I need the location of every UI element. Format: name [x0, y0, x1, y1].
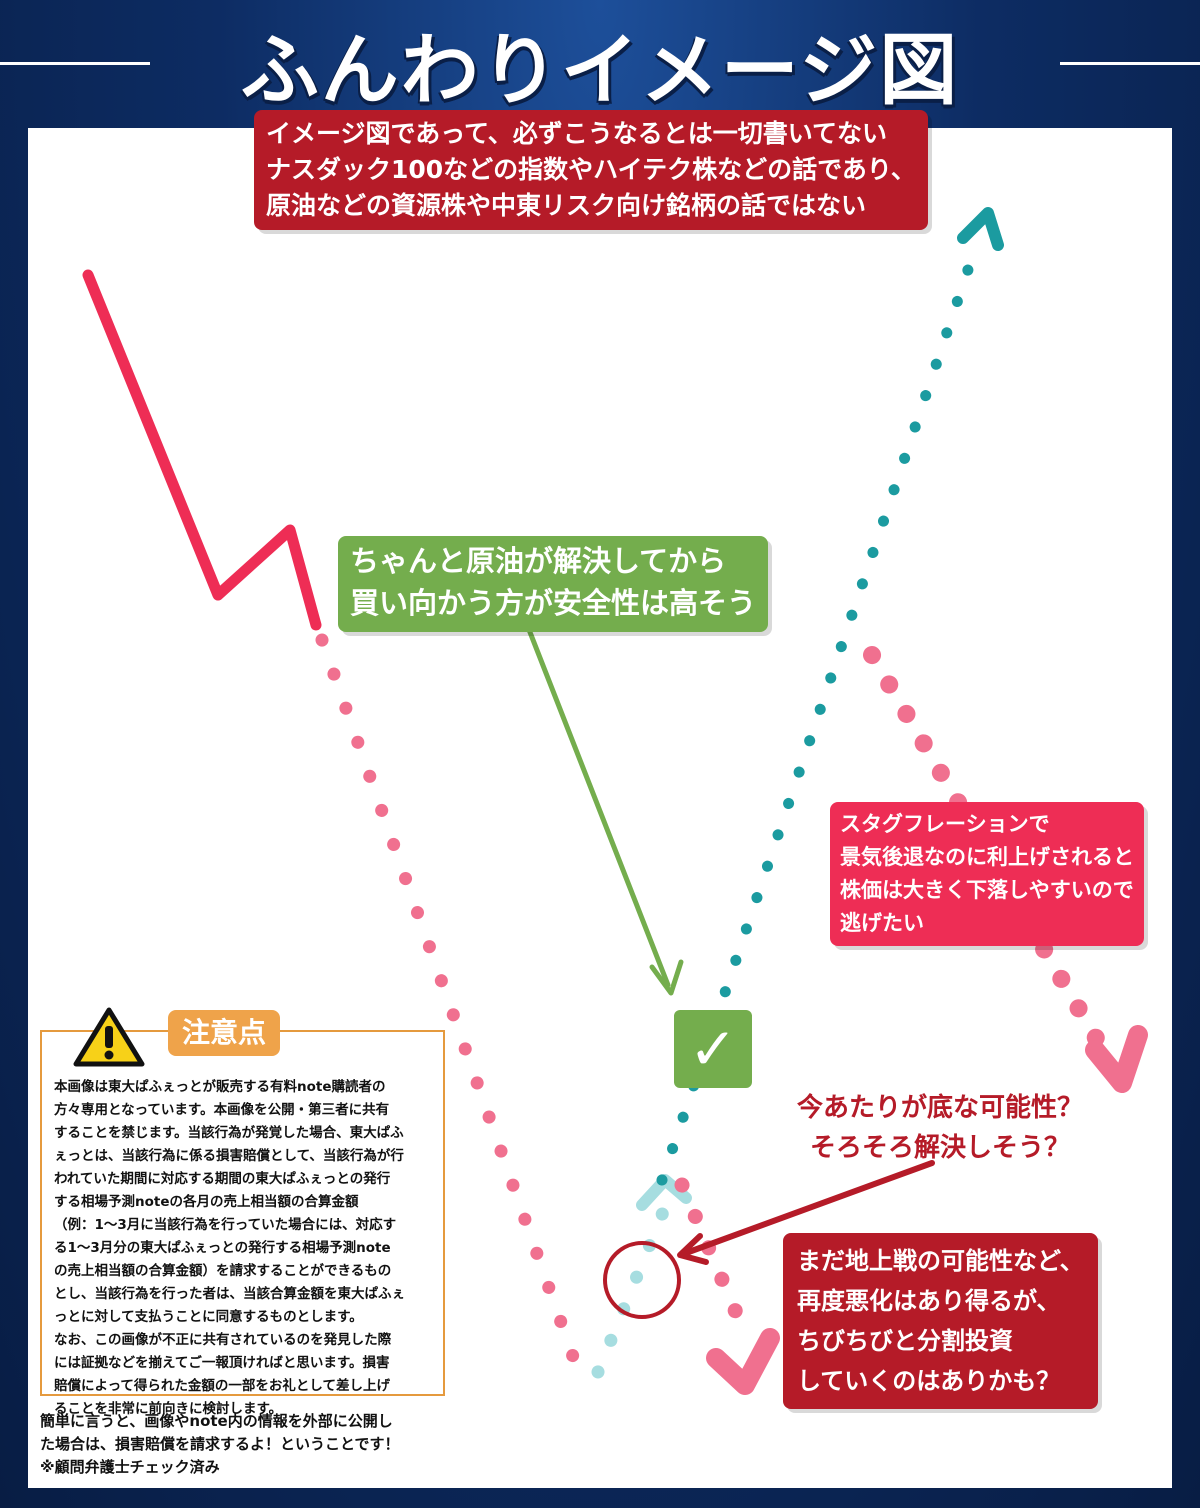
light-teal-dotted-rebound — [591, 1183, 679, 1379]
check-icon: ✓ — [674, 1010, 752, 1088]
summary-line: ※顧問弁護士チェック済み — [40, 1458, 220, 1476]
teal-arrow-head-icon — [957, 207, 1004, 251]
caution-text: 本画像は東大ぱふぇっとが販売する有料note購読者の 方々専用となっています。本… — [54, 1076, 439, 1421]
warning-triangle-icon — [73, 1007, 145, 1067]
red-decline-line — [82, 269, 322, 631]
split-investment-note-line: ちびちびと分割投資 — [797, 1327, 1013, 1355]
caution-box — [40, 1030, 445, 1396]
caution-line: 本画像は東大ぱふぇっとが販売する有料note購読者の — [54, 1079, 386, 1095]
pink-dotted-small-decline — [674, 1177, 748, 1330]
title-right-line — [1060, 62, 1200, 65]
page-title: ふんわりイメージ図 — [240, 26, 960, 116]
caution-line: ぇっとは、当該行為に係る損害賠償として、当該行為が行 — [54, 1148, 404, 1164]
disclaimer-note: イメージ図であって、必ずこうなるとは一切書いてない ナスダック100などの指数や… — [254, 110, 928, 230]
summary-line: た場合は、損害賠償を請求するよ！ということです！ — [40, 1435, 400, 1453]
title-left-line — [0, 62, 150, 65]
caution-line: っとに対して支払うことに同意するものとします。 — [54, 1309, 363, 1325]
pink-dotted-decline — [315, 633, 591, 1395]
stagflation-note-line: 逃げたい — [840, 911, 924, 935]
green-arrow-line — [523, 619, 671, 988]
split-investment-note: まだ地上戦の可能性など、 再度悪化はあり得るが、 ちびちびと分割投資 していくの… — [783, 1233, 1098, 1409]
caution-line: ることを非常に前向きに検討します。 — [54, 1401, 283, 1417]
disclaimer-line: 原油などの資源株や中東リスク向け銘柄の話ではない — [266, 191, 867, 220]
disclaimer-line: イメージ図であって、必ずこうなるとは一切書いてない — [266, 119, 888, 148]
caution-line: 賠償によって得られた金額の一部をお礼として差し上げ — [54, 1378, 391, 1394]
caution-line: する相場予測noteの各月の売上相当額の合算金額 — [54, 1194, 359, 1210]
green-arrow-head-icon — [649, 959, 684, 996]
safety-note: ちゃんと原油が解決してから 買い向かう方が安全性は高そう — [338, 536, 769, 632]
stagflation-note-line: 株価は大きく下落しやすいので — [840, 878, 1134, 902]
caution-line: とし、当該行為を行った者は、当該合算金額を東大ぱふぇ — [54, 1286, 405, 1302]
split-investment-note-line: まだ地上戦の可能性など、 — [797, 1247, 1084, 1275]
caution-line: われていた期間に対応する期間の東大ぱふぇっとの発行 — [54, 1171, 391, 1187]
summary-line: 簡単に言うと、画像やnote内の情報を外部に公開し — [40, 1412, 393, 1430]
caution-line: することを禁じます。当該行為が発覚した場合、東大ぱふ — [54, 1125, 404, 1141]
caution-line: には証拠などを揃えてご一報頂ければと思います。損害 — [54, 1355, 390, 1371]
safety-note-line: ちゃんと原油が解決してから — [350, 544, 727, 578]
disclaimer-line: ナスダック100などの指数やハイテク株などの話であり、 — [266, 155, 916, 184]
pink-arrow-head-small-icon — [706, 1328, 780, 1395]
split-investment-note-line: していくのはありかも？ — [797, 1367, 1061, 1395]
split-investment-note-line: 再度悪化はあり得るが、 — [797, 1287, 1061, 1315]
stagflation-note-line: スタグフレーションで — [840, 812, 1050, 836]
stagflation-note-line: 景気後退なのに利上げされると — [840, 845, 1134, 869]
caution-line: なお、この画像が不正に共有されているのを発見した際 — [54, 1332, 392, 1348]
stagflation-note: スタグフレーションで 景気後退なのに利上げされると 株価は大きく下落しやすいので… — [830, 802, 1144, 946]
bottom-highlight-circle — [603, 1241, 681, 1319]
summary-text: 簡単に言うと、画像やnote内の情報を外部に公開し た場合は、損害賠償を請求する… — [40, 1410, 460, 1479]
caution-badge: 注意点 — [168, 1010, 281, 1056]
bottom-question: 今あたりが底な可能性？ そろそろ解決しそう？ — [770, 1088, 1110, 1168]
pink-dotted-right-decline — [863, 646, 1109, 1054]
pink-arrow-head-right-icon — [1085, 1025, 1148, 1093]
caution-line: る1〜3月分の東大ぱふぇっとの発行する相場予測note — [54, 1240, 391, 1256]
safety-note-line: 買い向かう方が安全性は高そう — [350, 586, 757, 620]
caution-line: （例：1〜3月に当該行為を行っていた場合には、対応す — [54, 1217, 397, 1233]
red-pointer-arrow-head-icon — [677, 1233, 709, 1265]
bottom-question-line: そろそろ解決しそう？ — [809, 1133, 1070, 1163]
bottom-question-line: 今あたりが底な可能性？ — [796, 1093, 1083, 1123]
caution-line: の売上相当額の合算金額）を請求することができるもの — [54, 1263, 392, 1279]
red-pointer-arrow-line — [683, 1160, 935, 1256]
caution-line: 方々専用となっています。本画像を公開・第三者に共有 — [54, 1102, 390, 1118]
